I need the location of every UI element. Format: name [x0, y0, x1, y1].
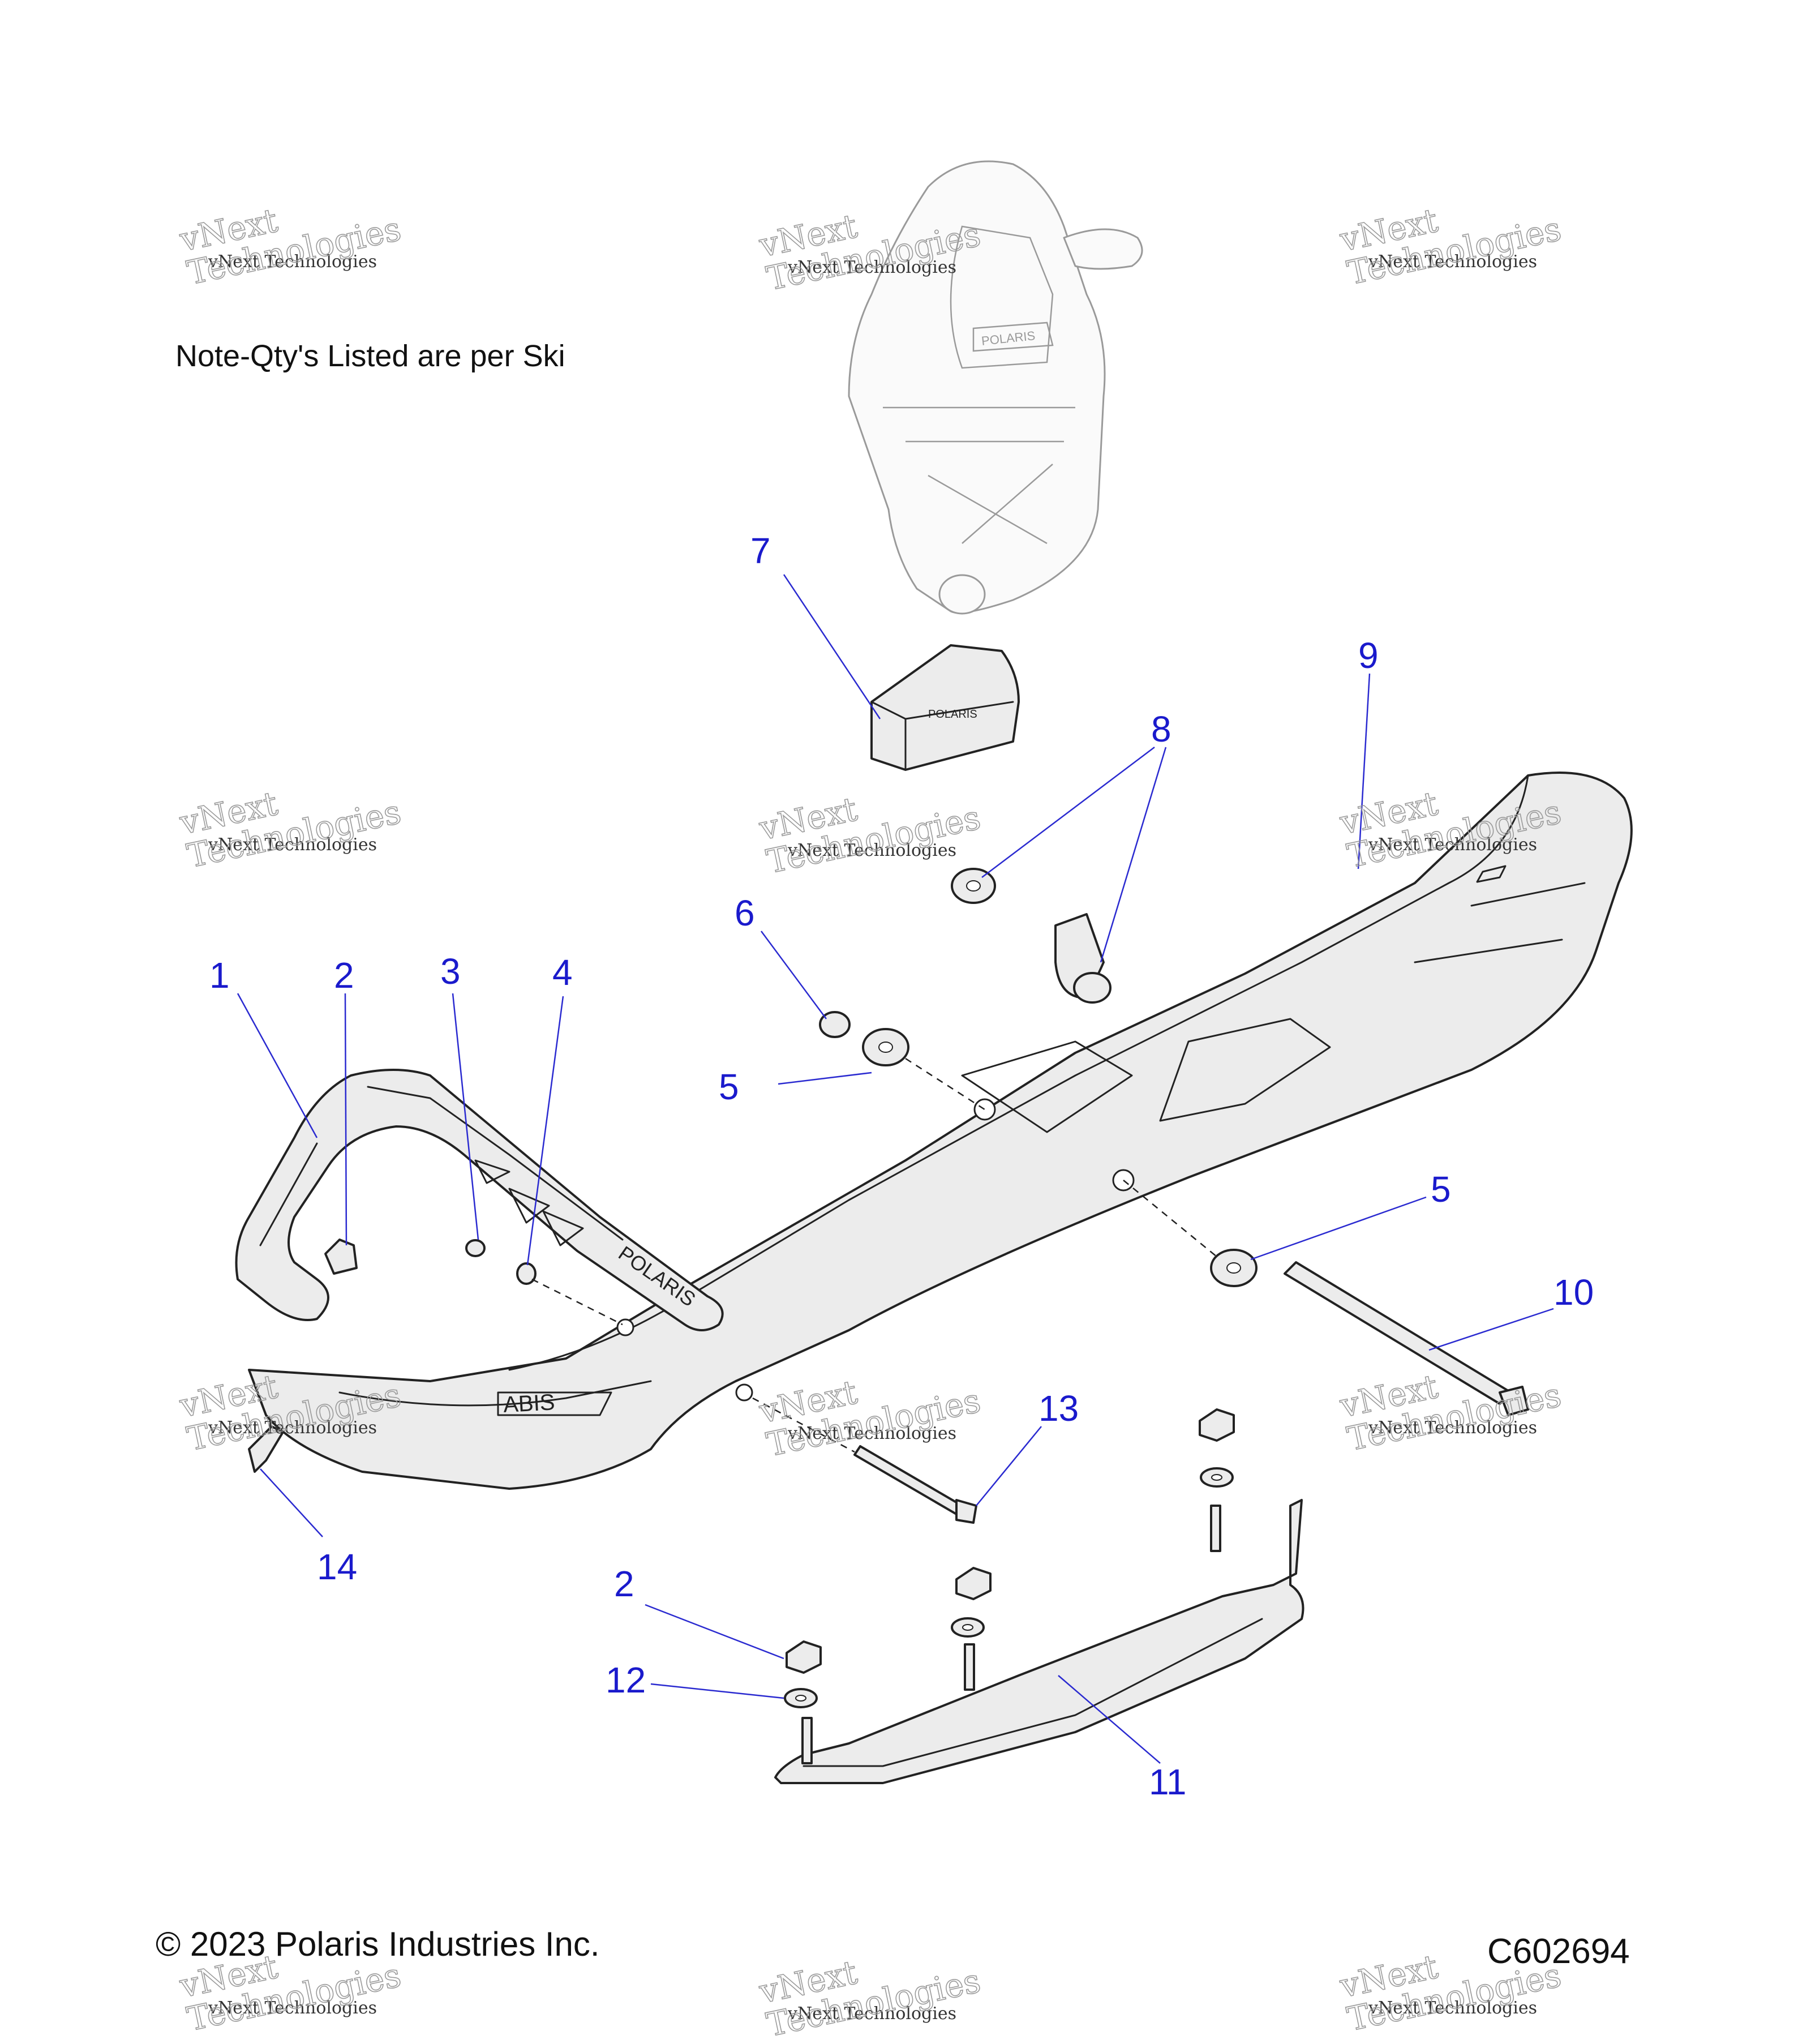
ski-body: ABIS: [248, 772, 1633, 1490]
hardware-lower: [784, 1408, 1235, 1708]
callout-9: 9: [1358, 635, 1379, 676]
wear-bar-tip: [248, 1425, 284, 1473]
bolt-13: [752, 1397, 977, 1524]
callout-7: 7: [750, 530, 771, 571]
callout-labels: 1 2 3 4 5 5 6 7 8 9 10 11 12 13 14 2: [209, 530, 1594, 1802]
callout-11: 11: [1149, 1762, 1186, 1802]
callout-8: 8: [1151, 709, 1171, 749]
callout-12: 12: [606, 1660, 646, 1700]
callout-1: 1: [209, 955, 230, 996]
callout-10: 10: [1553, 1272, 1594, 1313]
carbide-runner: [774, 1499, 1304, 1784]
callout-4: 4: [552, 952, 573, 993]
ski-loop: POLARIS: [235, 1069, 724, 1331]
callout-3: 3: [440, 951, 461, 992]
bushings: [951, 868, 1112, 1004]
leader-lines: [237, 574, 1554, 1764]
hardware-upper: [819, 1011, 1258, 1287]
svg-text:POLARIS: POLARIS: [928, 708, 977, 721]
callout-5: 5: [719, 1066, 739, 1107]
bolt-10: [1284, 1261, 1529, 1416]
copyright-text: © 2023 Polaris Industries Inc.: [156, 1925, 600, 1963]
callout-2: 2: [334, 955, 354, 996]
hardware-front: [324, 1239, 623, 1326]
callout-2-lower: 2: [614, 1563, 634, 1604]
callout-5-right: 5: [1431, 1169, 1451, 1210]
diagram-code: C602694: [1487, 1932, 1630, 1971]
callout-13: 13: [1038, 1388, 1079, 1429]
ski-saddle: POLARIS: [870, 644, 1020, 771]
svg-text:ABIS: ABIS: [503, 1390, 555, 1417]
quantity-note: Note-Qty's Listed are per Ski: [175, 339, 565, 373]
callout-14: 14: [317, 1546, 357, 1587]
callout-6: 6: [735, 893, 755, 933]
spindle-outline: POLARIS: [848, 160, 1143, 615]
